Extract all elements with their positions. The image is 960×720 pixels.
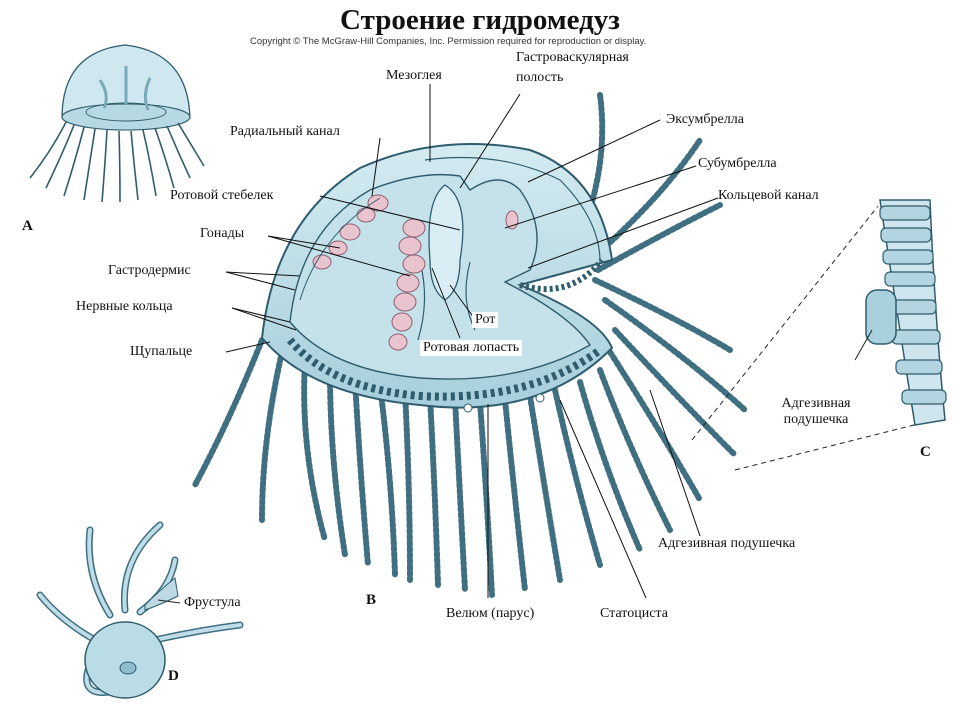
panel-c-tentacle <box>691 199 947 471</box>
panel-d-medusa <box>36 521 244 699</box>
label-velum: Велюм (парус) <box>446 606 535 621</box>
panel-label-a: A <box>22 218 33 234</box>
label-mesoglea: Мезоглея <box>386 68 442 83</box>
label-frustule: Фрустула <box>184 595 241 610</box>
page-title: Строение гидромедуз <box>340 4 620 36</box>
label-oral-lobe: Ротовая лопасть <box>420 340 523 356</box>
panel-b-medusa <box>192 92 748 598</box>
label-exumbrella: Эксумбрелла <box>666 112 744 127</box>
label-radial-canal: Радиальный канал <box>230 124 340 139</box>
label-oral-stalk: Ротовой стебелек <box>170 188 274 203</box>
label-gastrovascular-cavity-line1: Гастроваскулярная <box>516 50 629 65</box>
panel-label-b: B <box>366 592 377 608</box>
label-tentacle: Щупальце <box>130 344 193 359</box>
copyright-notice: Copyright © The McGraw-Hill Companies, I… <box>250 36 647 47</box>
label-ring-canal: Кольцевой канал <box>718 188 819 203</box>
label-mouth: Рот <box>472 312 499 328</box>
label-gastrodermis: Гастродермис <box>108 263 191 278</box>
label-adhesive-pad-c-line2: подушечка <box>783 412 849 427</box>
label-gonads: Гонады <box>200 226 245 241</box>
label-subumbrella: Субумбрелла <box>698 156 777 171</box>
panel-a-medusa <box>29 44 205 203</box>
panel-label-d: D <box>168 668 179 684</box>
label-gastrovascular-cavity-line2: полость <box>516 70 564 85</box>
label-statocyst: Статоциста <box>600 606 668 621</box>
panel-label-c: C <box>920 444 931 460</box>
leader-lines <box>225 84 719 599</box>
label-adhesive-pad-c-line1: Адгезивная <box>781 396 851 411</box>
label-adhesive-pad-b: Адгезивная подушечка <box>658 536 796 551</box>
label-nerve-rings: Нервные кольца <box>76 299 173 314</box>
